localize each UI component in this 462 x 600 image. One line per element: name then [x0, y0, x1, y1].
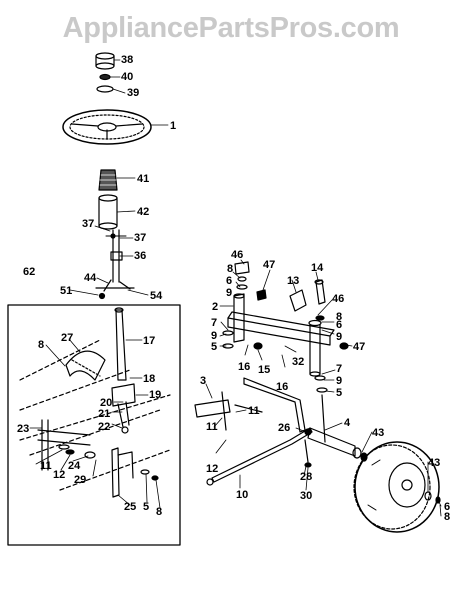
callout-c25: 25 — [124, 501, 136, 513]
callout-c17: 17 — [143, 335, 155, 347]
callout-c41: 41 — [137, 173, 149, 185]
left-washers — [222, 330, 263, 350]
right-kingpin — [308, 319, 322, 377]
callout-c12b: 12 — [206, 463, 218, 475]
callout-c6b: 6 — [336, 319, 342, 331]
callout-c5a: 5 — [143, 501, 149, 513]
callout-c38: 38 — [121, 54, 133, 66]
callout-c18: 18 — [143, 373, 155, 385]
callout-c51: 51 — [60, 285, 72, 297]
bushing-13 — [289, 289, 307, 312]
callout-c10: 10 — [236, 489, 248, 501]
callout-c29: 29 — [74, 474, 86, 486]
callout-c9c: 9 — [336, 331, 342, 343]
steering-cap-38 — [95, 52, 115, 70]
callout-c15: 15 — [258, 364, 270, 376]
steering-shaft-36 — [103, 229, 131, 292]
callout-c9d: 9 — [336, 375, 342, 387]
callout-c40: 40 — [121, 71, 133, 83]
callout-c62: 62 — [23, 266, 35, 278]
callout-c28: 28 — [300, 471, 312, 483]
callout-c23: 23 — [17, 423, 29, 435]
callout-c42: 42 — [137, 206, 149, 218]
shaft-base-pins — [95, 287, 135, 300]
inset-sector-gear-27 — [65, 350, 106, 381]
callout-c24: 24 — [68, 460, 81, 472]
callout-c7b: 7 — [336, 363, 342, 375]
callout-c8b: 8 — [156, 506, 162, 518]
callout-c46a: 46 — [231, 249, 243, 261]
callout-c27: 27 — [61, 332, 73, 344]
spindle-3 — [194, 391, 263, 431]
right-spindle-4 — [304, 394, 356, 457]
callout-c43b: 43 — [428, 457, 440, 469]
callout-c8c: 8 — [227, 263, 233, 275]
callout-c6c: 6 — [444, 501, 450, 513]
callout-c1: 1 — [170, 120, 176, 132]
callout-c8e: 8 — [444, 511, 450, 523]
steering-wheel-1 — [62, 109, 152, 145]
callout-c22: 22 — [98, 421, 110, 433]
inset-bolt-25 — [111, 447, 134, 498]
callout-c44: 44 — [84, 272, 97, 284]
pivot-bolt-28 — [304, 439, 312, 468]
callout-c5c: 5 — [336, 387, 342, 399]
callout-c11b: 11 — [248, 405, 260, 417]
callout-c39: 39 — [127, 87, 139, 99]
washer-39 — [96, 85, 114, 93]
drag-link-32 — [243, 377, 306, 433]
kingpin-2 — [233, 293, 245, 343]
watermark: AppliancePartsPros.com — [62, 12, 400, 44]
bolt-14 — [314, 279, 326, 305]
callout-c7a: 7 — [211, 317, 217, 329]
spacer-42 — [98, 194, 118, 230]
callout-c19: 19 — [149, 389, 161, 401]
callout-c9b: 9 — [211, 330, 217, 342]
inset-bracket-dashes — [19, 339, 171, 491]
callout-c32: 32 — [292, 356, 304, 368]
callout-c8a: 8 — [38, 339, 44, 351]
callout-c16b: 16 — [276, 381, 288, 393]
leader-lines — [29, 59, 442, 517]
callout-c47b: 47 — [353, 341, 365, 353]
callout-c26: 26 — [278, 422, 290, 434]
callout-c47a: 47 — [263, 259, 275, 271]
callout-c54: 54 — [150, 290, 163, 302]
callout-c30: 30 — [300, 490, 312, 502]
inset-lower-shaft — [111, 307, 136, 434]
callout-c12a: 12 — [53, 469, 65, 481]
steering-gear-41 — [98, 169, 118, 191]
callout-c16a: 16 — [238, 361, 250, 373]
right-washers — [314, 315, 349, 393]
callout-c8d: 8 — [336, 311, 342, 323]
callout-c43a: 43 — [372, 427, 384, 439]
nut-47a — [256, 289, 267, 301]
callout-c3: 3 — [200, 375, 206, 387]
callout-c11c: 11 — [206, 421, 218, 433]
callout-c9a: 9 — [226, 287, 232, 299]
inset-box-62 — [7, 304, 181, 546]
callout-c20: 20 — [100, 397, 112, 409]
callout-c4: 4 — [344, 417, 351, 429]
inset-washers — [58, 444, 159, 481]
callout-c46b: 46 — [332, 293, 344, 305]
nut-40 — [99, 73, 111, 81]
callout-c5b: 5 — [211, 341, 217, 353]
callout-c11a: 11 — [40, 460, 52, 472]
callout-c37b: 37 — [134, 232, 146, 244]
callout-c13: 13 — [287, 275, 299, 287]
callout-c21: 21 — [98, 408, 110, 420]
wheel-tire — [353, 441, 440, 533]
callout-c36: 36 — [134, 250, 146, 262]
tie-rod-10 — [206, 427, 313, 486]
callout-c37a: 37 — [82, 218, 94, 230]
callout-c14: 14 — [311, 262, 324, 274]
callout-c2: 2 — [212, 301, 218, 313]
callout-c6a: 6 — [226, 275, 232, 287]
inset-axle-23 — [37, 419, 91, 471]
upper-spindle-46 — [234, 261, 250, 290]
